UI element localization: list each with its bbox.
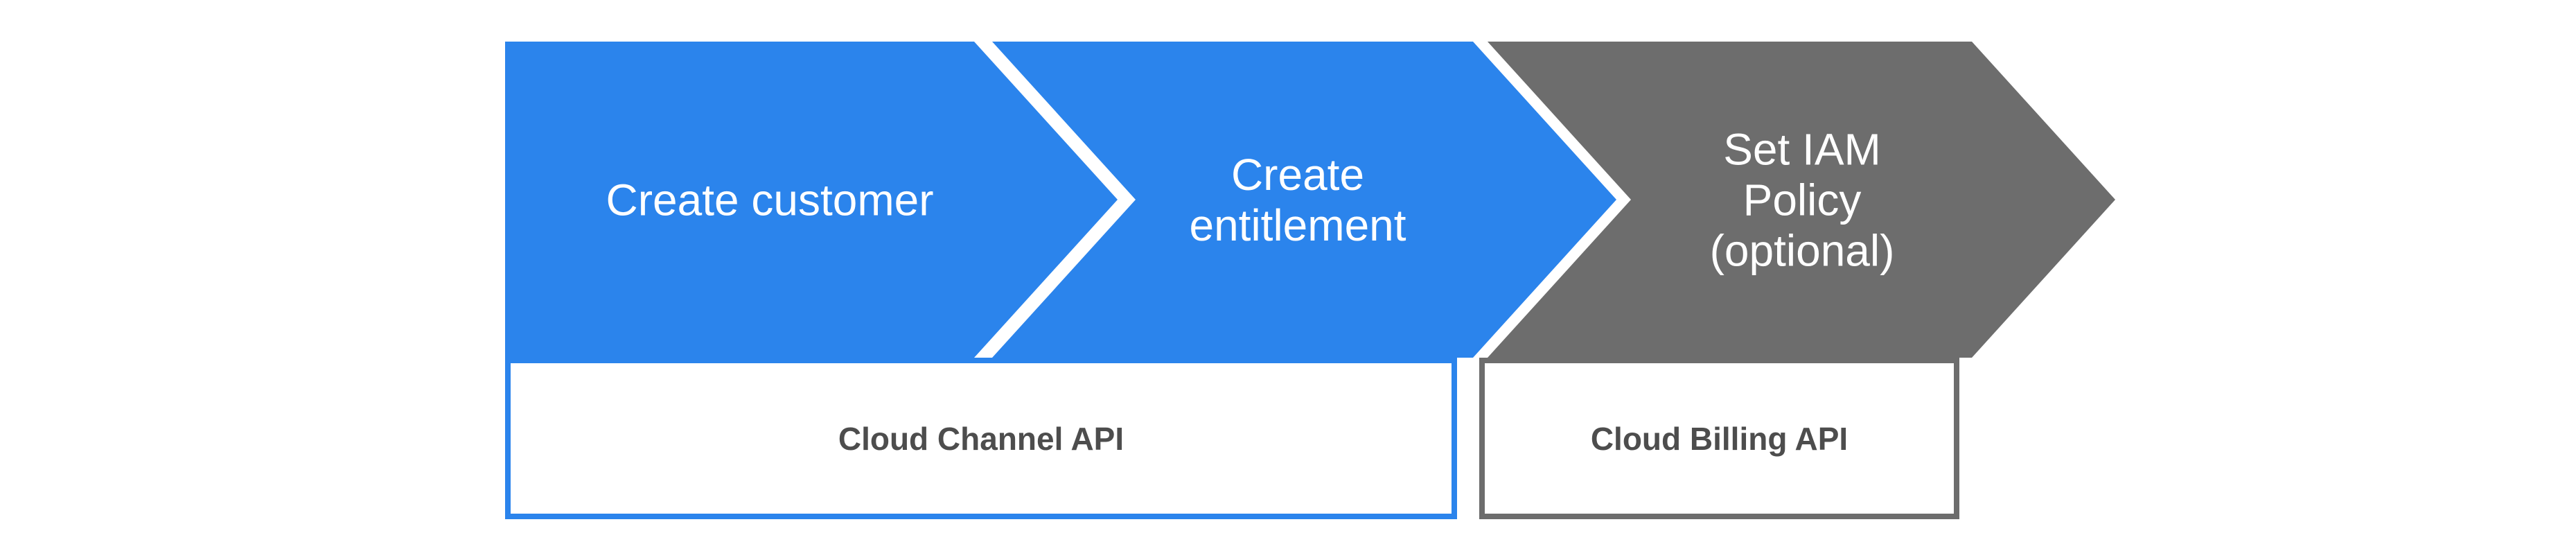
step-label-line: Policy <box>1743 175 1862 225</box>
api-box-label: Cloud Billing API <box>1590 420 1849 457</box>
api-box-cloud-channel: Cloud Channel API <box>505 358 1457 519</box>
step-label-line: Create customer <box>606 175 934 225</box>
api-box-cloud-billing: Cloud Billing API <box>1479 358 1959 519</box>
step-label-create-entitlement: Create entitlement <box>1189 150 1406 251</box>
step-label-create-customer: Create customer <box>606 175 933 226</box>
step-label-set-iam-policy: Set IAM Policy (optional) <box>1710 125 1895 277</box>
step-label-line: (optional) <box>1709 225 1895 276</box>
api-box-label: Cloud Channel API <box>838 420 1124 457</box>
step-arrow-create-customer <box>505 42 1118 358</box>
step-label-line: entitlement <box>1189 200 1406 250</box>
step-label-line: Create <box>1230 150 1365 200</box>
step-label-line: Set IAM <box>1723 124 1881 175</box>
